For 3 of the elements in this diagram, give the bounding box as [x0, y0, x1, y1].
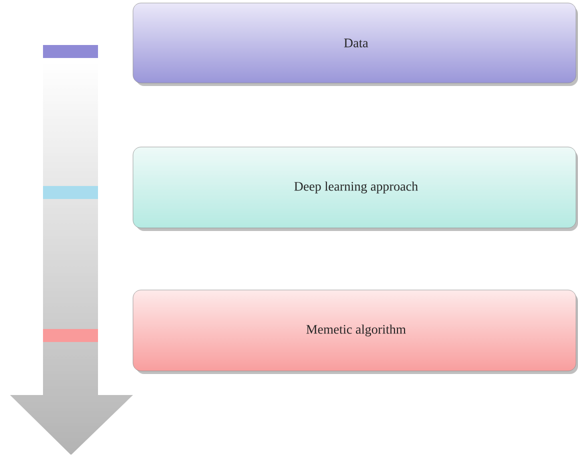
process-box: Deep learning approach	[132, 146, 578, 231]
process-box: Memetic algorithm	[132, 290, 578, 374]
process-box: Data	[132, 2, 578, 86]
